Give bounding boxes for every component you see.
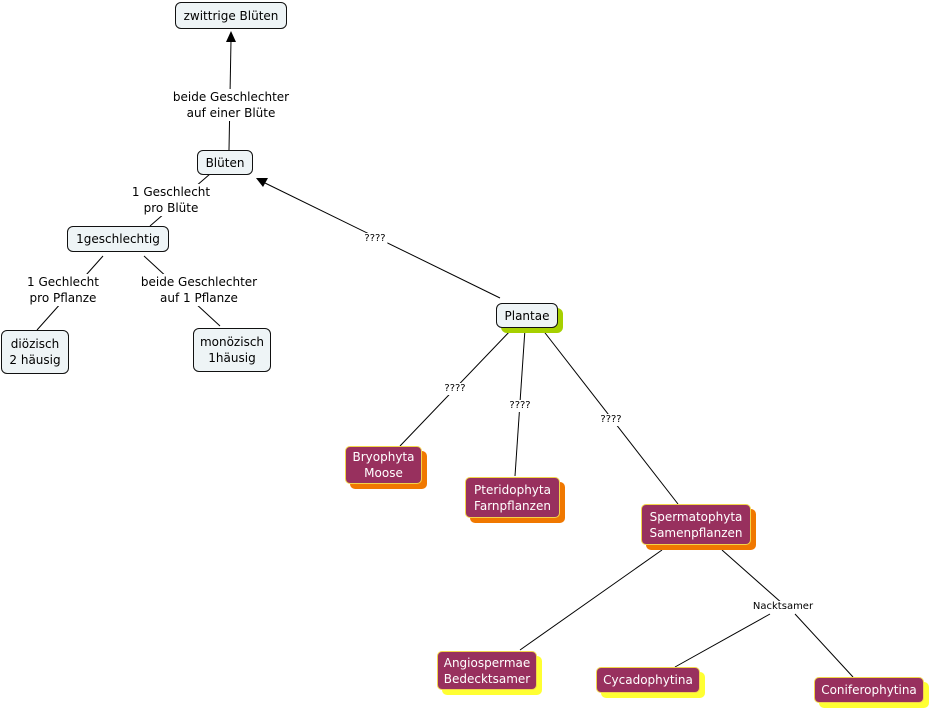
node-coniferophytina[interactable]: Coniferophytina	[814, 677, 924, 703]
node-monoezisch[interactable]: monözisch 1häusig	[193, 328, 271, 372]
link-label-beide-pflanze: beide Geschlechter auf 1 Pflanze	[138, 274, 260, 306]
link-label-q-pteri: ????	[507, 400, 533, 412]
edge-nackt-cycado	[674, 613, 771, 668]
edge-sperma-angio	[519, 549, 663, 651]
node-cycadophytina[interactable]: Cycadophytina	[596, 667, 700, 693]
node-angiospermae[interactable]: Angiospermae Bedecktsamer	[437, 651, 537, 690]
link-label-q-sperma: ????	[598, 414, 624, 426]
link-label-q-plantae-blueten: ????	[362, 233, 388, 245]
link-label-ein-pro-pflanze: 1 Gechlecht pro Pflanze	[25, 274, 101, 306]
link-label-q-bryo: ????	[442, 383, 468, 395]
link-label-ein-pro-bluete: 1 Geschlecht pro Blüte	[129, 184, 213, 216]
node-blueten[interactable]: Blüten	[197, 150, 253, 175]
edge-nackt-conifero	[794, 613, 854, 678]
link-label-beide-bluete: beide Geschlechter auf einer Blüte	[170, 89, 292, 121]
node-dioezisch[interactable]: diözisch 2 häusig	[1, 330, 69, 374]
node-1geschlechtig[interactable]: 1geschlechtig	[67, 226, 169, 252]
node-bryophyta[interactable]: Bryophyta Moose	[345, 446, 422, 484]
link-label-nacktsamer: Nacktsamer	[750, 601, 816, 613]
arrowhead-blueten	[256, 178, 268, 187]
edge-sperma-nackt	[721, 549, 784, 605]
node-pteridophyta[interactable]: Pteridophyta Farnpflanzen	[465, 477, 560, 518]
node-zwittrige-blueten[interactable]: zwittrige Blüten	[175, 2, 287, 29]
node-plantae[interactable]: Plantae	[496, 303, 558, 328]
node-spermatophyta[interactable]: Spermatophyta Samenpflanzen	[641, 504, 751, 545]
arrowhead-zwittrige	[226, 31, 236, 42]
